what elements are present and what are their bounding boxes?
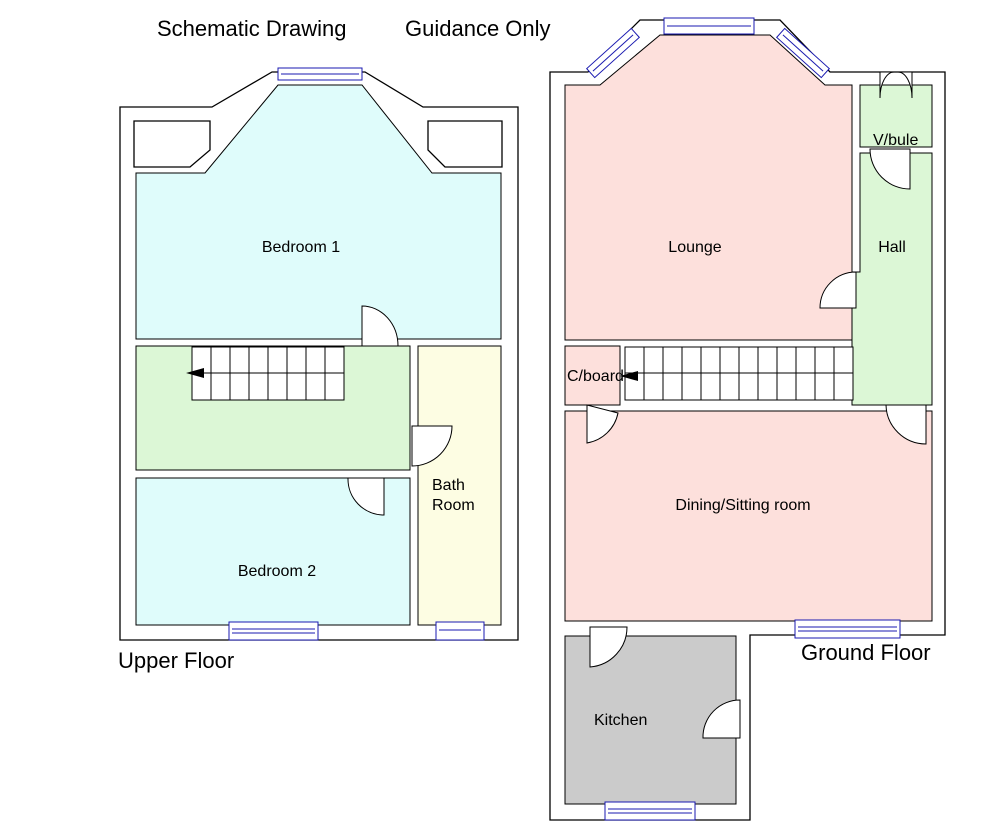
bathroom-window	[435, 621, 485, 641]
upper-floor-plan	[119, 67, 519, 641]
cupboard-door	[586, 404, 619, 444]
vestibule-area	[859, 84, 933, 148]
kitchen-label: Kitchen	[594, 712, 647, 729]
bedroom-2-door	[347, 477, 385, 516]
ground-floor-title: Ground Floor	[801, 640, 931, 665]
front-entrance-door	[879, 71, 895, 99]
bedroom-1-door	[361, 305, 399, 347]
header-guidance-only: Guidance Only	[405, 16, 551, 41]
hall-dining-door	[885, 404, 927, 445]
cupboard-label: C/board	[567, 368, 624, 385]
bedroom-1-area	[135, 84, 502, 340]
lounge-label: Lounge	[668, 239, 721, 256]
ground-floor-plan	[549, 17, 946, 821]
lounge-bay-window-right	[775, 27, 831, 79]
bathroom-label-line1: Bath	[432, 477, 465, 494]
kitchen-door	[589, 626, 628, 668]
bedroom-1-label: Bedroom 1	[262, 239, 340, 256]
bathroom-door	[411, 425, 453, 467]
lounge-front-window	[663, 17, 755, 35]
dining-room-area	[564, 410, 933, 622]
kitchen-window	[604, 801, 696, 821]
bathroom-area	[417, 345, 502, 626]
bedroom-2-label: Bedroom 2	[238, 563, 316, 580]
stair-direction-arrow-icon	[186, 368, 204, 378]
ground-stair-direction-arrow-icon	[620, 371, 638, 381]
vestibule-label: V/bule	[873, 132, 918, 149]
hall-area	[851, 152, 933, 406]
upper-floor-title: Upper Floor	[118, 648, 234, 673]
lounge-area	[564, 34, 853, 341]
upper-staircase	[186, 346, 345, 401]
upper-right-bay-recess	[427, 120, 503, 168]
header-schematic-drawing: Schematic Drawing	[157, 16, 347, 41]
kitchen-back-door	[702, 699, 741, 739]
bathroom-label-line2: Room	[432, 497, 475, 514]
hall-label: Hall	[878, 239, 906, 256]
upper-front-window	[277, 67, 363, 81]
vestibule-door	[869, 148, 911, 190]
dining-rear-window	[794, 619, 901, 639]
lounge-door	[819, 271, 857, 309]
front-entrance-door-right	[897, 71, 913, 99]
cupboard-area	[564, 345, 621, 406]
upper-left-bay-recess	[133, 120, 211, 168]
dining-room-label: Dining/Sitting room	[675, 497, 810, 514]
lounge-bay-window-left	[585, 27, 641, 79]
ground-staircase	[620, 346, 854, 401]
bedroom-2-window	[228, 621, 319, 641]
